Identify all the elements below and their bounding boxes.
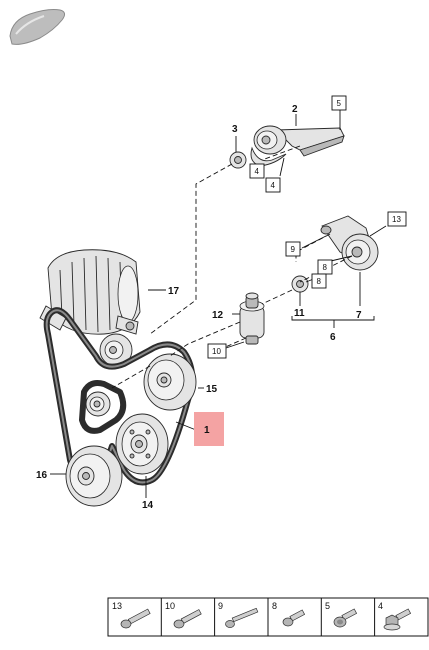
- legend-cell-8[interactable]: 8: [272, 601, 306, 627]
- boxed-ref-5[interactable]: 5: [331, 95, 347, 111]
- callout-12[interactable]: 12: [212, 310, 224, 321]
- callout-7[interactable]: 7: [356, 310, 362, 321]
- fastener-legend: 13 10 9 8: [107, 597, 429, 637]
- deflection-pulley: [143, 353, 197, 411]
- svg-text:5: 5: [325, 601, 330, 611]
- svg-text:13: 13: [112, 601, 122, 611]
- legend-cell-10[interactable]: 10: [165, 601, 202, 629]
- svg-text:10: 10: [212, 347, 221, 356]
- boxed-ref-9[interactable]: 9: [285, 241, 301, 257]
- crankshaft-pulley: [115, 413, 169, 475]
- callout-16[interactable]: 16: [36, 470, 48, 481]
- flange-bolt-icon: [333, 608, 358, 628]
- boxed-ref-10[interactable]: 10: [207, 343, 227, 359]
- svg-text:10: 10: [165, 601, 175, 611]
- svg-text:8: 8: [317, 277, 322, 286]
- callout-15[interactable]: 15: [206, 384, 218, 395]
- callout-17[interactable]: 17: [168, 286, 180, 297]
- tensioner-bracket-assembly: [229, 110, 345, 169]
- callout-6[interactable]: 6: [330, 332, 336, 343]
- svg-text:4: 4: [271, 181, 276, 190]
- callout-1[interactable]: 1: [204, 425, 210, 436]
- vehicle-thumbnail-icon: [9, 9, 66, 45]
- tension-roller: [85, 391, 111, 417]
- svg-text:9: 9: [218, 601, 223, 611]
- callout-labels[interactable]: 1 2 3 6 7 11 12 14 15 16 17: [36, 104, 362, 511]
- svg-text:13: 13: [392, 215, 401, 224]
- callout-14[interactable]: 14: [142, 500, 154, 511]
- svg-text:9: 9: [291, 245, 296, 254]
- belt-damper: [239, 292, 265, 345]
- bolt-icon: [173, 609, 202, 629]
- svg-text:4: 4: [255, 167, 260, 176]
- bolt-icon: [225, 607, 259, 628]
- callout-11[interactable]: 11: [294, 308, 305, 319]
- svg-text:4: 4: [378, 601, 383, 611]
- svg-text:8: 8: [323, 263, 328, 272]
- boxed-ref-4-lower[interactable]: 4: [265, 177, 281, 193]
- callout-3[interactable]: 3: [232, 124, 238, 135]
- boxed-ref-8-upper[interactable]: 8: [317, 259, 333, 275]
- boxed-ref-8-lower[interactable]: 8: [311, 273, 327, 289]
- svg-text:5: 5: [337, 99, 342, 108]
- boxed-references[interactable]: 5 4 4 13 9 8 8 10: [207, 95, 407, 359]
- tensioner-pulley-assembly: [291, 215, 379, 293]
- lower-pulley: [65, 445, 123, 507]
- hex-bolt-icon: [383, 608, 412, 631]
- bolt-icon: [120, 608, 151, 629]
- legend-cell-5[interactable]: 5: [325, 601, 358, 628]
- highlight-box: [194, 412, 224, 446]
- svg-text:8: 8: [272, 601, 277, 611]
- legend-cell-13[interactable]: 13: [112, 601, 151, 629]
- bolt-icon: [282, 609, 306, 627]
- callout-2[interactable]: 2: [292, 104, 298, 115]
- boxed-ref-13[interactable]: 13: [387, 211, 407, 227]
- legend-cell-4[interactable]: 4: [378, 601, 412, 631]
- boxed-ref-4-upper[interactable]: 4: [249, 163, 265, 179]
- legend-cell-9[interactable]: 9: [218, 601, 259, 628]
